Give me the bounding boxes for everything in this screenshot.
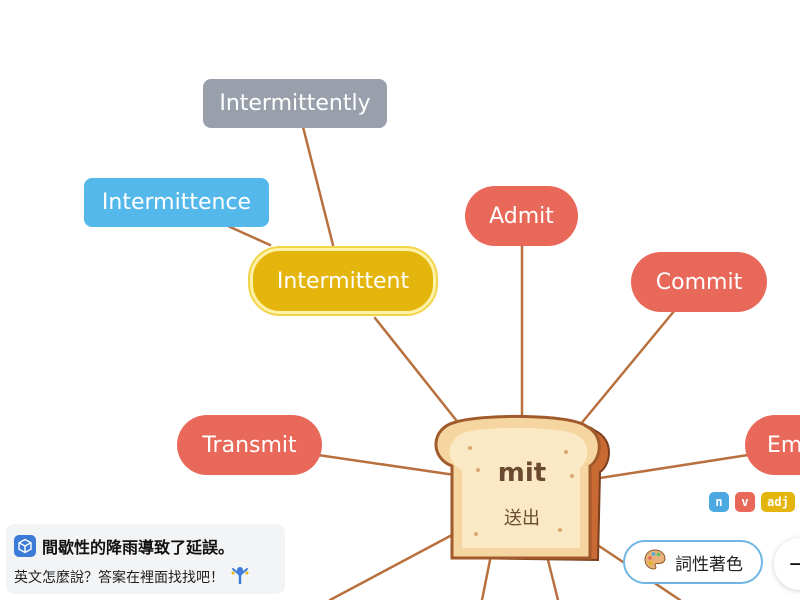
hint-toast[interactable]: 間歇性的降雨導致了延誤。 英文怎麼說？答案在裡面找找吧！ (6, 524, 285, 594)
link-emit (598, 453, 750, 480)
toast-subtitle: 英文怎麼說？答案在裡面找找吧！ (14, 570, 224, 586)
link-transmit (316, 453, 457, 477)
node-admit[interactable]: Admit (465, 186, 578, 246)
center-word: mit (497, 458, 547, 488)
node-emit[interactable]: Em (745, 415, 800, 475)
node-transmit[interactable]: Transmit (177, 415, 322, 475)
person-raised-hand-icon (230, 566, 250, 588)
node-intermittently[interactable]: Intermittently (203, 79, 387, 128)
toast-title: 間歇性的降雨導致了延誤。 (42, 538, 235, 557)
tag-adj: adj (761, 492, 795, 512)
tag-v: v (735, 492, 755, 512)
link-lower-1 (328, 533, 454, 600)
link-lower-2 (480, 558, 492, 600)
link-commit (578, 308, 677, 427)
pos-coloring-button[interactable]: 詞性著色 (623, 540, 763, 584)
center-meaning: 送出 (504, 508, 540, 529)
link-intermittent (373, 316, 462, 427)
link-intermittence (226, 224, 272, 247)
link-lower-3 (546, 558, 560, 600)
cube-icon (14, 535, 36, 557)
bread-slice-icon[interactable] (434, 414, 610, 562)
pos-coloring-label: 詞性著色 (675, 554, 743, 575)
node-commit[interactable]: Commit (631, 252, 767, 312)
link-intermittently (301, 125, 335, 247)
node-intermittent[interactable]: Intermittent (250, 248, 436, 314)
node-intermittence[interactable]: Intermittence (84, 178, 269, 227)
palette-icon (643, 548, 667, 577)
tag-n: n (709, 492, 729, 512)
